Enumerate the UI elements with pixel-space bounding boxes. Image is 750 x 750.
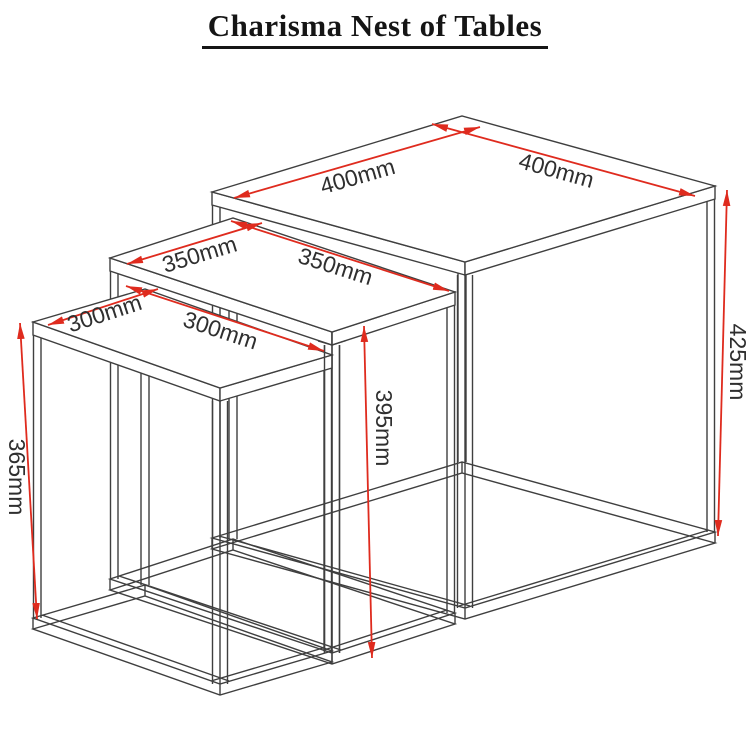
dimension-arrow-middle-right — [230, 220, 450, 292]
large-table-base-ring — [209, 461, 718, 620]
small-table-base-ring — [30, 584, 335, 696]
dimension-label-middle-height: 395mm — [371, 390, 397, 467]
middle-table-front-leg-overlay — [317, 332, 347, 653]
dimension-label-small-height: 365mm — [4, 439, 30, 516]
dimension-arrow-middle-height — [360, 325, 376, 659]
dimension-arrow-small-height — [17, 322, 40, 620]
dimension-label-large-height: 425mm — [725, 324, 750, 401]
dimension-arrow-large-right — [431, 123, 696, 197]
dimension-arrow-large-height — [714, 189, 731, 537]
small-table-drawing — [30, 288, 335, 696]
dimension-arrow-small-right — [125, 285, 325, 352]
title-block: Charisma Nest of Tables — [0, 8, 750, 49]
page-title: Charisma Nest of Tables — [201, 8, 549, 49]
middle-table-drawing — [107, 217, 458, 665]
